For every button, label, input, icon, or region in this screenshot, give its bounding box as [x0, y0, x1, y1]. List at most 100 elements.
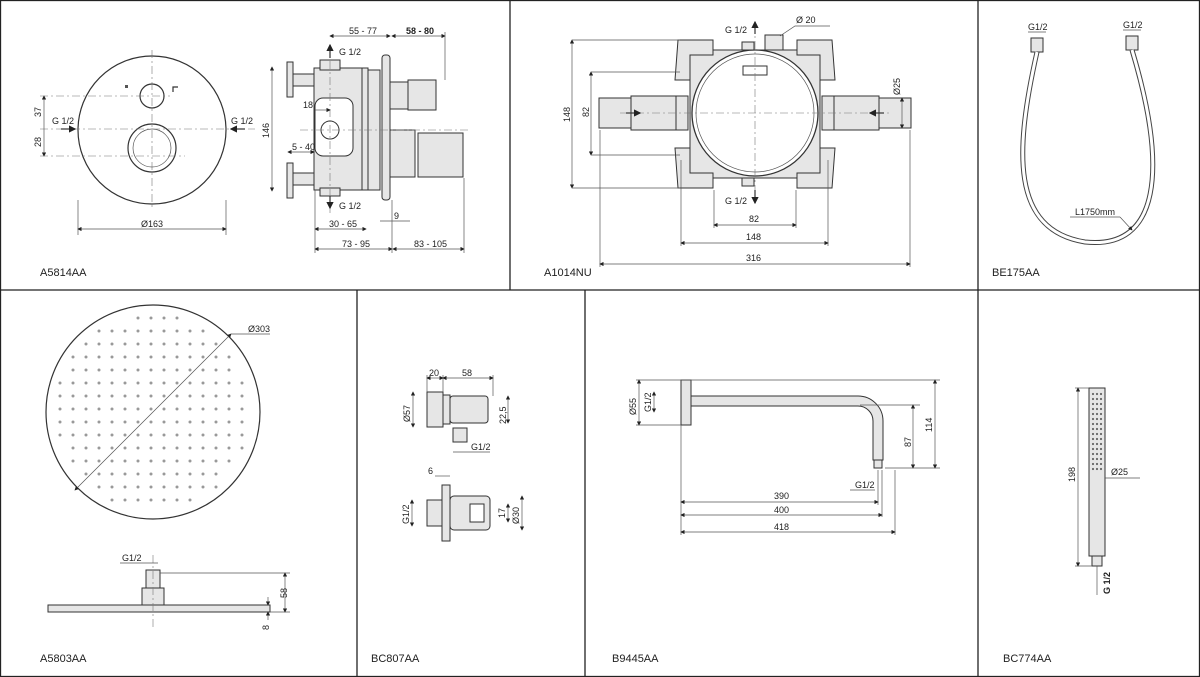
nozzle-dot	[58, 381, 62, 385]
nozzle-dot	[97, 368, 101, 372]
label-g-half-bottom: G 1/2	[339, 201, 361, 211]
nozzle-dot	[1099, 407, 1103, 411]
nozzle-dot	[1099, 467, 1103, 471]
nozzle-dot	[162, 329, 166, 333]
nozzle-dot	[84, 472, 88, 476]
nozzle-dot	[1095, 422, 1099, 426]
nozzle-dot	[110, 342, 114, 346]
nozzle-dot	[162, 407, 166, 411]
nozzle-dot	[175, 472, 179, 476]
nozzle-dot	[175, 355, 179, 359]
dim-73-95: 73 - 95	[342, 239, 370, 249]
nozzle-dot	[1095, 467, 1099, 471]
rain-shower-head-top-view	[45, 304, 270, 520]
nozzle-dot	[188, 459, 192, 463]
nozzle-dot	[136, 329, 140, 333]
nozzle-dot	[227, 394, 231, 398]
dim-diameter-55: Ø55	[628, 398, 638, 415]
nozzle-dot	[188, 394, 192, 398]
nozzle-dot	[136, 498, 140, 502]
shower-hose	[1020, 29, 1156, 246]
nozzle-dot	[214, 342, 218, 346]
nozzle-dot	[175, 446, 179, 450]
nozzle-dot	[227, 407, 231, 411]
dim-diameter-20: Ø 20	[796, 15, 816, 25]
nozzle-dot	[201, 368, 205, 372]
product-code: B9445AA	[612, 653, 659, 665]
nozzle-dot	[227, 381, 231, 385]
label-g-half-left: G1/2	[1028, 22, 1048, 32]
nozzle-dot	[84, 368, 88, 372]
dim-148-vertical: 148	[562, 107, 572, 122]
nozzle-dot	[149, 355, 153, 359]
nozzle-dot	[1099, 452, 1103, 456]
dim-316: 316	[746, 253, 761, 263]
nozzle-dot	[136, 342, 140, 346]
nozzle-dot	[136, 316, 140, 320]
nozzle-dot	[162, 472, 166, 476]
nozzle-dot	[110, 433, 114, 437]
nozzle-dot	[123, 420, 127, 424]
nozzle-dot	[1091, 457, 1095, 461]
nozzle-dot	[97, 472, 101, 476]
product-code: BC807AA	[371, 653, 420, 665]
nozzle-dot	[175, 498, 179, 502]
nozzle-dot	[201, 472, 205, 476]
nozzle-dot	[175, 420, 179, 424]
panel-b9445aa: Ø55 G1/2 87 114 G1/2 390 400 418 B9445AA	[612, 379, 940, 665]
nozzle-dot	[149, 368, 153, 372]
nozzle-dot	[71, 355, 75, 359]
dim-diameter-163: Ø163	[141, 219, 163, 229]
nozzle-dot	[240, 420, 244, 424]
nozzle-dot	[1095, 397, 1099, 401]
nozzle-dot	[1099, 432, 1103, 436]
nozzle-dot	[1091, 467, 1095, 471]
nozzle-dot	[201, 381, 205, 385]
nozzle-dot	[201, 342, 205, 346]
nozzle-dot	[123, 407, 127, 411]
nozzle-dot	[110, 485, 114, 489]
nozzle-dot	[214, 485, 218, 489]
nozzle-dot	[110, 472, 114, 476]
nozzle-dot	[175, 407, 179, 411]
nozzle-dot	[1099, 462, 1103, 466]
nozzle-dot	[175, 316, 179, 320]
nozzle-dot	[1091, 427, 1095, 431]
nozzle-dot	[214, 446, 218, 450]
nozzle-dot	[240, 381, 244, 385]
nozzle-dot	[1099, 392, 1103, 396]
nozzle-dot	[1099, 402, 1103, 406]
nozzle-dot	[110, 407, 114, 411]
nozzle-dot	[123, 368, 127, 372]
nozzle-dot	[136, 485, 140, 489]
panel-a5803aa: Ø303 G1/2 58 8 A5803AA	[40, 304, 290, 665]
nozzle-dot	[201, 459, 205, 463]
nozzle-dot	[149, 329, 153, 333]
hand-shower	[1075, 387, 1140, 595]
nozzle-dot	[201, 420, 205, 424]
nozzle-dot	[188, 368, 192, 372]
nozzle-dot	[1091, 422, 1095, 426]
nozzle-dot	[1091, 402, 1095, 406]
nozzle-dot	[227, 433, 231, 437]
wall-holder	[409, 475, 525, 542]
nozzle-dot	[175, 459, 179, 463]
dim-28: 28	[33, 137, 43, 147]
nozzle-dot	[136, 407, 140, 411]
nozzle-dot	[240, 394, 244, 398]
nozzle-dot	[123, 355, 127, 359]
nozzle-dot	[1095, 407, 1099, 411]
nozzle-dot	[1095, 462, 1099, 466]
nozzle-dot	[1091, 462, 1095, 466]
panel-bc774aa: 198 Ø25 G 1/2 BC774AA	[1003, 387, 1140, 665]
dim-diameter-303: Ø303	[248, 324, 270, 334]
dim-55-77: 55 - 77	[349, 26, 377, 36]
nozzle-dot	[110, 459, 114, 463]
nozzle-dot	[149, 472, 153, 476]
nozzle-dot	[97, 446, 101, 450]
nozzle-dot	[240, 407, 244, 411]
product-code: A1014NU	[544, 267, 592, 279]
nozzle-dot	[149, 498, 153, 502]
label-g-half-right: G1/2	[1123, 20, 1143, 30]
nozzle-dot	[58, 433, 62, 437]
